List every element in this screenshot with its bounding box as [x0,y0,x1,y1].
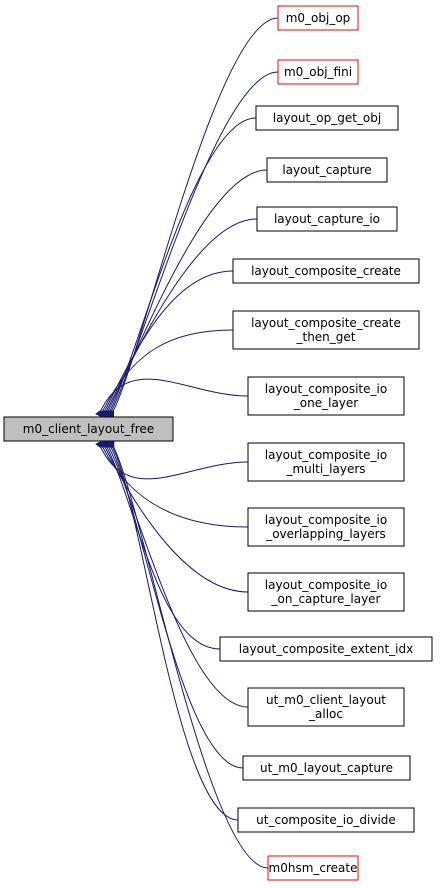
call-edge-n12 [103,440,249,708]
call-edge-n3 [102,169,268,418]
node-label: layout_capture [282,163,371,177]
caller-node-layout-composite-create[interactable]: layout_composite_create [232,258,420,284]
node-box [277,59,359,85]
node-box [247,507,405,547]
caller-nodes: m0_obj_op m0_obj_fini layout_op_get_objlay… [219,5,433,881]
call-edge-n8 [95,440,249,480]
node-label: layout_capture_io [274,212,380,226]
node-box [255,105,399,131]
caller-node-m0-obj-op[interactable]: m0_obj_op [277,5,359,31]
caller-node-ut-m0-layout-capture[interactable]: ut_m0_layout_capture [242,755,411,781]
node-box [247,572,405,612]
node-label: _multi_layers [285,462,365,476]
node-label: ut_m0_client_layout [266,693,386,707]
caller-node-layout-composite-io-on-capture-layer[interactable]: layout_composite_io_on_capture_layer [247,572,405,612]
node-label: m0hsm_create [269,861,358,875]
node-box [256,206,398,232]
call-edge-n0 [107,17,279,418]
node-box [242,755,411,781]
call-edge-n13 [105,440,244,769]
node-label: layout_composite_io [265,382,387,396]
caller-node-m0hsm-create[interactable]: m0hsm_create [267,855,359,881]
node-label: ut_composite_io_divide [256,813,396,827]
caller-node-layout-composite-create-then-get[interactable]: layout_composite_create_then_get [232,310,420,350]
node-box [266,157,388,183]
call-edge-n1 [105,71,279,418]
node-label: layout_op_get_obj [273,111,381,125]
call-edge-n5 [99,270,234,418]
node-label: _on_capture_layer [271,592,381,606]
node-box [237,807,415,833]
node-box [219,636,433,662]
caller-node-layout-op-get-obj[interactable]: layout_op_get_obj [255,105,399,131]
node-label: layout_composite_create [251,316,401,330]
node-box [232,258,420,284]
caller-node-m0-obj-fini[interactable]: m0_obj_fini [277,59,359,85]
call-edge-n14 [107,440,239,821]
caller-node-layout-composite-extent-idx[interactable]: layout_composite_extent_idx [219,636,433,662]
node-box [247,687,405,727]
node-label: ut_m0_layout_capture [260,761,393,775]
node-box [232,310,420,350]
call-edge-n7 [95,378,249,418]
node-box [247,376,405,416]
caller-node-layout-composite-io-overlapping-layers[interactable]: layout_composite_io_overlapping_layers [247,507,405,547]
call-edge-n11 [101,440,221,650]
root-node[interactable]: m0_client_layout_free [3,416,174,442]
node-label: _overlapping_layers [265,527,386,541]
node-label: layout_composite_io [265,513,387,527]
node-box [247,442,405,482]
call-edge-n6 [97,329,234,418]
node-label: layout_composite_extent_idx [239,642,413,656]
edges [95,17,279,869]
caller-node-layout-composite-io-one-layer[interactable]: layout_composite_io_one_layer [247,376,405,416]
node-label: m0_obj_op [286,11,351,25]
node-box [267,855,359,881]
call-edge-n15 [108,440,269,869]
node-label: _one_layer [293,396,359,410]
call-edge-n10 [99,440,249,593]
node-label: layout_composite_io [265,448,387,462]
caller-node-ut-composite-io-divide[interactable]: ut_composite_io_divide [237,807,415,833]
root-node-label: m0_client_layout_free [23,422,154,436]
node-box [277,5,359,31]
node-label: layout_composite_io [265,578,387,592]
node-label: _then_get [295,330,355,344]
caller-node-layout-capture[interactable]: layout_capture [266,157,388,183]
caller-node-ut-m0-client-layout-alloc[interactable]: ut_m0_client_layout_alloc [247,687,405,727]
caller-node-layout-composite-io-multi-layers[interactable]: layout_composite_io_multi_layers [247,442,405,482]
caller-node-layout-capture-io[interactable]: layout_capture_io [256,206,398,232]
node-label: m0_obj_fini [284,65,352,79]
node-label: layout_composite_create [251,264,401,278]
node-label: _alloc [308,707,343,721]
call-edge-n4 [101,218,258,418]
